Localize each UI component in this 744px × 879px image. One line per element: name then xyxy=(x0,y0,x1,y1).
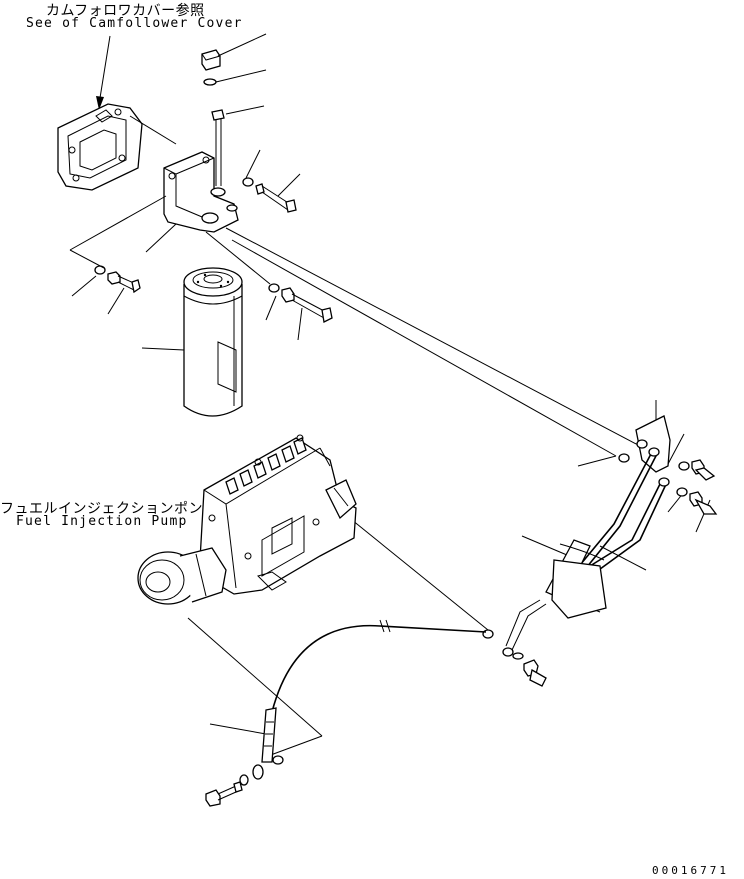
camfollower-label-en: See of Camfollower Cover xyxy=(26,16,243,31)
pump-coupling xyxy=(137,547,227,605)
pump-label-jp: フュエルインジェクションポンプ xyxy=(0,501,218,517)
camfollower-label-jp: カムフォロワカバー参照 xyxy=(46,3,205,19)
bolt-left xyxy=(107,271,141,294)
camfollower-cover xyxy=(57,103,143,191)
assembly-lines xyxy=(69,115,641,757)
washer-bracket xyxy=(242,177,254,187)
reference-arrow xyxy=(96,35,111,110)
washer-mid xyxy=(268,283,280,293)
throttle-cable xyxy=(205,619,487,807)
fuel-filter-cartridge xyxy=(183,267,243,417)
bolt-bracket xyxy=(255,183,297,213)
filter-bracket xyxy=(163,151,239,233)
delivery-valves xyxy=(225,434,307,495)
control-rod-assembly xyxy=(482,447,670,687)
pump-label-en: Fuel Injection Pump xyxy=(16,514,188,529)
lever-bracket xyxy=(618,400,718,515)
bolt-mid xyxy=(281,287,333,323)
hollow-bolt xyxy=(201,49,221,71)
long-bolt xyxy=(211,109,225,186)
fuel-injection-pump xyxy=(137,434,357,605)
washer-top xyxy=(203,78,217,86)
drawing-number: 00016771 xyxy=(652,864,729,877)
